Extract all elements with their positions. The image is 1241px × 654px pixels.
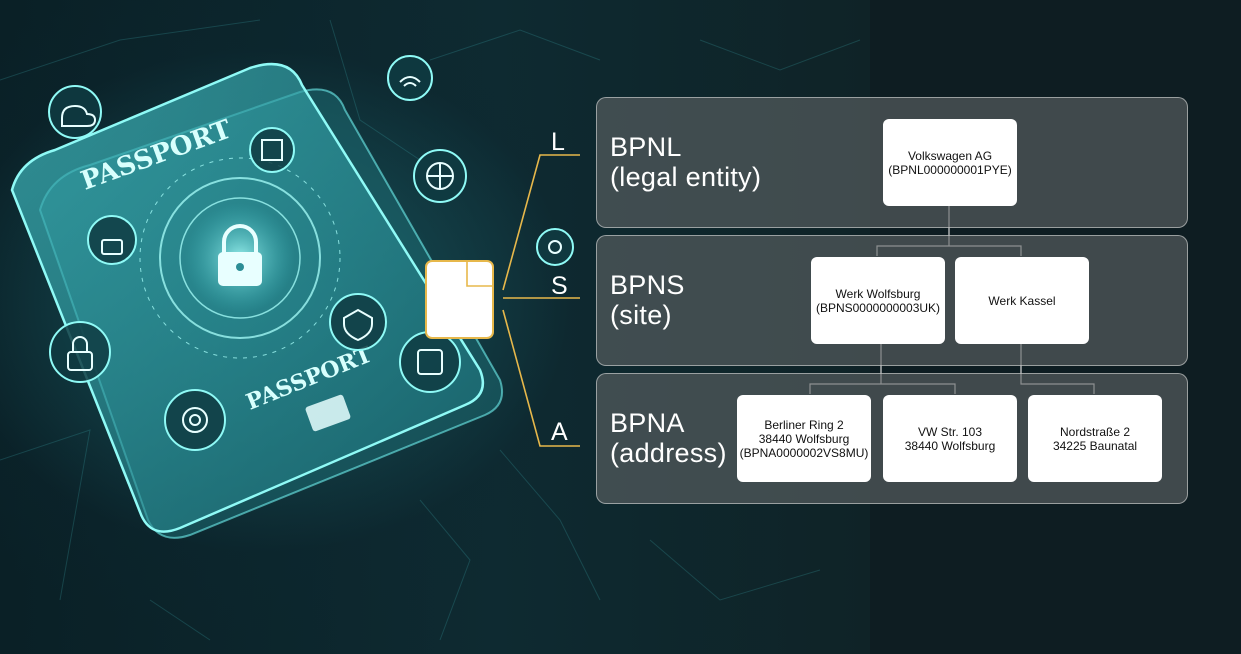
band-site-line2: (site) xyxy=(610,300,672,330)
node-address-nord: Nordstraße 2 34225 Baunatal xyxy=(1028,395,1162,482)
band-legal-line2: (legal entity) xyxy=(610,162,762,192)
node-address-vw-street: VW Str. 103 xyxy=(917,424,983,439)
node-site-wolfsburg-name: Werk Wolfsburg xyxy=(835,286,921,301)
band-legal-line1: BPNL xyxy=(610,132,682,162)
node-address-berliner-street: Berliner Ring 2 xyxy=(764,417,844,432)
shield-icon xyxy=(329,293,387,351)
grid-icon xyxy=(249,127,295,173)
band-site-line1: BPNS xyxy=(610,270,685,300)
node-site-wolfsburg: Werk Wolfsburg (BPNS0000000003UK) xyxy=(811,257,945,344)
settings-small-icon xyxy=(536,228,574,266)
node-legal-entity-id: (BPNL000000001PYE) xyxy=(888,162,1012,177)
node-legal-entity: Volkswagen AG (BPNL000000001PYE) xyxy=(883,119,1017,206)
node-site-wolfsburg-id: (BPNS0000000003UK) xyxy=(815,300,941,315)
node-address-berliner-city: 38440 Wolfsburg xyxy=(758,431,850,446)
cloud-icon xyxy=(48,85,102,139)
connector-letter-a: A xyxy=(551,418,568,446)
node-address-nord-city: 34225 Baunatal xyxy=(1052,438,1138,453)
connector-letter-l: L xyxy=(551,128,565,156)
lock-icon xyxy=(218,224,262,286)
node-address-vw: VW Str. 103 38440 Wolfsburg xyxy=(883,395,1017,482)
connector-letter-s: S xyxy=(551,272,568,300)
gear-icon xyxy=(164,389,226,451)
band-address-line2: (address) xyxy=(610,438,727,468)
document-icon xyxy=(425,260,494,339)
node-site-kassel: Werk Kassel xyxy=(955,257,1089,344)
node-address-vw-city: 38440 Wolfsburg xyxy=(904,438,996,453)
node-address-berliner: Berliner Ring 2 38440 Wolfsburg (BPNA000… xyxy=(737,395,871,482)
chip-icon xyxy=(399,331,461,393)
band-site-title: BPNS (site) xyxy=(610,270,685,330)
connector-lines xyxy=(502,154,580,447)
node-address-berliner-id: (BPNA0000002VS8MU) xyxy=(739,445,869,460)
band-address-line1: BPNA xyxy=(610,408,685,438)
band-legal-title: BPNL (legal entity) xyxy=(610,132,761,192)
band-address-title: BPNA (address) xyxy=(610,408,727,468)
node-legal-entity-name: Volkswagen AG xyxy=(907,148,993,163)
node-site-kassel-name: Werk Kassel xyxy=(988,293,1056,308)
node-address-nord-street: Nordstraße 2 xyxy=(1059,424,1131,439)
